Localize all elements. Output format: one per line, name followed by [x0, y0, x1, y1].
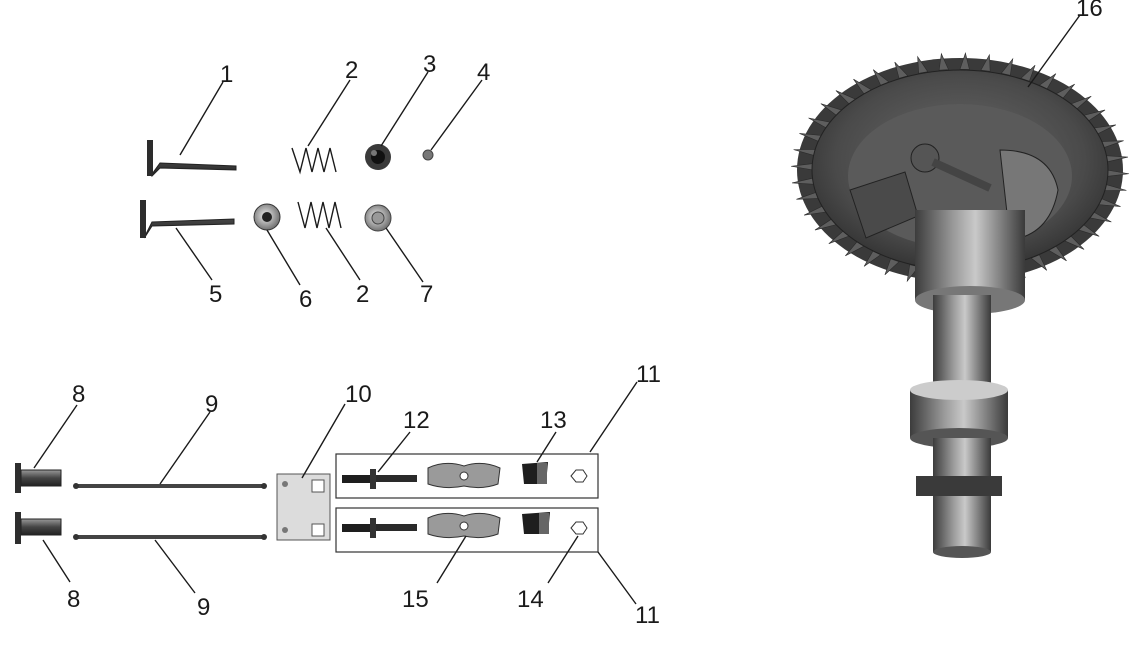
- camshaft-assembly: [791, 51, 1129, 558]
- leader-lines-rockers: [33, 381, 638, 605]
- rocker-pivot-lower: [522, 512, 550, 534]
- callout-16: 16: [1076, 0, 1103, 22]
- callout-14: 14: [517, 586, 544, 613]
- valve-spring-lower: [297, 201, 342, 229]
- gear-tooth: [959, 51, 970, 70]
- callout-2-upper: 2: [345, 57, 358, 84]
- callout-13: 13: [540, 407, 567, 434]
- valve-keeper: [422, 149, 434, 161]
- gear-tooth: [938, 52, 949, 71]
- callout-numbers: 1 2 3 4 5 6 2 7 8 8 9 9 10 11 11 12 13 1…: [67, 0, 1103, 629]
- callout-9-upper: 9: [205, 391, 218, 418]
- rocker-kit-box-upper: [335, 453, 599, 499]
- push-rod-upper: [73, 483, 267, 489]
- spring-washer: [364, 204, 392, 232]
- callout-8-upper: 8: [72, 381, 85, 408]
- callout-6: 6: [299, 286, 312, 313]
- tappet-upper: [15, 463, 62, 493]
- valve-lower: [140, 200, 235, 239]
- gear-tooth: [1000, 57, 1014, 76]
- rocker-arm-upper: [427, 462, 501, 489]
- callout-5: 5: [209, 281, 222, 308]
- callout-1: 1: [220, 61, 233, 88]
- leader-lines-valves: [175, 71, 483, 286]
- callout-4: 4: [477, 59, 490, 86]
- rocker-arm-lower: [427, 512, 501, 539]
- callout-3: 3: [423, 51, 436, 78]
- push-rod-lower: [73, 534, 267, 540]
- lock-nut-upper: [570, 469, 588, 483]
- valve-upper: [147, 140, 237, 178]
- callout-9-lower: 9: [197, 594, 210, 621]
- rocker-kit-box-lower: [335, 507, 599, 553]
- callout-10: 10: [345, 381, 372, 408]
- gear-tooth: [980, 53, 991, 72]
- leader-line-camshaft: [1027, 14, 1081, 88]
- rocker-pivot-upper: [522, 462, 548, 484]
- gear-tooth: [894, 61, 909, 79]
- callout-11-upper: 11: [636, 361, 661, 388]
- push-rod-guide-plate: [276, 473, 331, 541]
- rocker-stud-upper: [342, 469, 417, 489]
- gear-tooth: [917, 55, 929, 74]
- spring-retainer: [365, 144, 391, 170]
- callout-12: 12: [403, 407, 430, 434]
- callout-15: 15: [402, 586, 429, 613]
- valve-spring-upper: [291, 147, 337, 175]
- tappet-lower: [15, 512, 62, 544]
- callout-7: 7: [420, 281, 433, 308]
- callout-11-lower: 11: [635, 602, 660, 629]
- valve-seal: [253, 203, 281, 231]
- callout-8-lower: 8: [67, 586, 80, 613]
- lock-nut-lower: [570, 521, 588, 535]
- rocker-stud-lower: [342, 518, 417, 538]
- callout-2-lower: 2: [356, 281, 369, 308]
